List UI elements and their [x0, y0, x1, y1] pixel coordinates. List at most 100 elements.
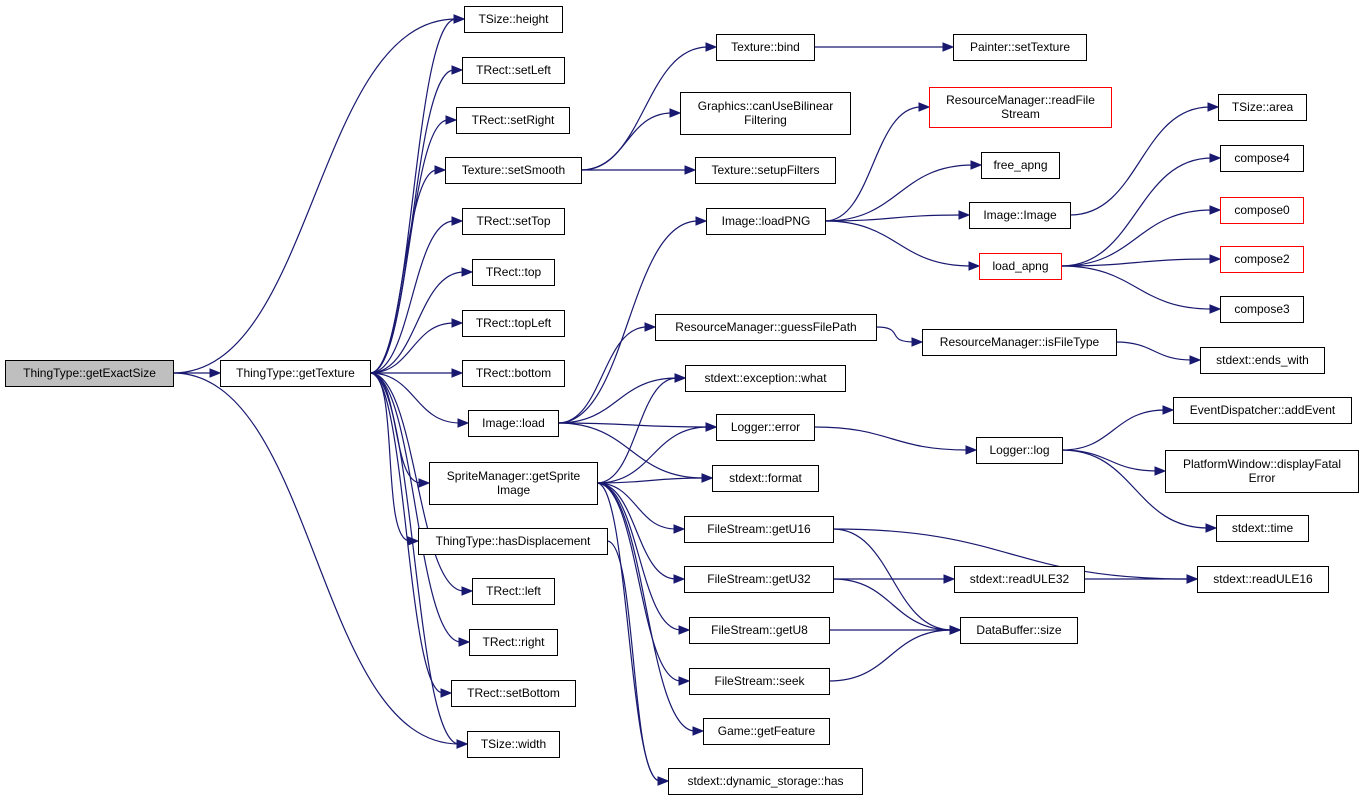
node-trect-bottom[interactable]: TRect::bottom — [462, 360, 565, 387]
node-label: PlatformWindow::displayFatal — [1183, 457, 1341, 471]
edge-line — [1061, 409, 1166, 451]
node-resourcemanager-isfiletype[interactable]: ResourceManager::isFileType — [922, 329, 1117, 356]
node-box — [456, 107, 570, 134]
node-trect-setbottom[interactable]: TRect::setBottom — [451, 680, 576, 707]
node-label: compose4 — [1234, 151, 1290, 165]
node-label: Image::Image — [983, 208, 1057, 222]
node-painter-settexture[interactable]: Painter::setTexture — [953, 34, 1087, 61]
node-stdext-readule16[interactable]: stdext::readULE16 — [1197, 566, 1329, 593]
node-image-loadpng[interactable]: Image::loadPNG — [706, 208, 826, 235]
node-thingtype-hasdisplacement[interactable]: ThingType::hasDisplacement — [418, 528, 608, 555]
edge-layer — [172, 14, 1222, 786]
edge-line — [596, 482, 682, 682]
edge-arrowhead — [678, 625, 691, 635]
node-box — [468, 410, 559, 437]
node-label: stdext::dynamic_storage::has — [687, 774, 843, 788]
node-game-getfeature[interactable]: Game::getFeature — [703, 718, 830, 745]
node-trect-left[interactable]: TRect::left — [472, 578, 555, 605]
node-box — [712, 465, 819, 492]
node-box — [462, 57, 565, 84]
edge-n1-n6 — [369, 216, 464, 374]
node-image-image[interactable]: Image::Image — [969, 202, 1071, 229]
edge-n35-n41 — [1060, 153, 1222, 267]
edge-line — [596, 482, 696, 732]
edge-arrowhead — [453, 14, 466, 24]
node-texture-setupfilters[interactable]: Texture::setupFilters — [695, 157, 836, 184]
node-trect-right[interactable]: TRect::right — [469, 629, 558, 656]
node-box — [969, 202, 1071, 229]
edge-n21-n36 — [875, 326, 924, 347]
node-trect-topleft[interactable]: TRect::topLeft — [462, 310, 565, 337]
node-label: EventDispatcher::addEvent — [1190, 403, 1336, 417]
node-thingtype-gettexture[interactable]: ThingType::getTexture — [220, 360, 371, 387]
node-image-load[interactable]: Image::load — [468, 410, 559, 437]
node-tsize-height[interactable]: TSize::height — [464, 6, 563, 33]
node-filestream-seek[interactable]: FileStream::seek — [689, 668, 830, 695]
node-logger-error[interactable]: Logger::error — [716, 414, 815, 441]
node-stdext-exception-what[interactable]: stdext::exception::what — [685, 365, 846, 392]
node-compose0[interactable]: compose0 — [1220, 197, 1304, 224]
node-load-apng[interactable]: load_apng — [979, 253, 1062, 280]
node-box — [680, 92, 851, 135]
node-label: ResourceManager::isFileType — [940, 335, 1100, 349]
node-compose3[interactable]: compose3 — [1220, 296, 1304, 323]
node-label: FileStream::getU8 — [711, 623, 808, 637]
edge-n28-n39 — [828, 625, 962, 682]
node-tsize-area[interactable]: TSize::area — [1218, 94, 1307, 121]
edge-line — [172, 372, 460, 745]
edge-arrowhead — [461, 267, 474, 277]
node-free-apng[interactable]: free_apng — [981, 152, 1060, 179]
node-eventdispatcher-addevent[interactable]: EventDispatcher::addEvent — [1173, 397, 1352, 424]
node-stdext-time[interactable]: stdext::time — [1216, 515, 1309, 542]
edge-arrowhead — [968, 261, 981, 271]
node-resourcemanager-guessfilepath[interactable]: ResourceManager::guessFilePath — [655, 314, 877, 341]
node-stdext-readule32[interactable]: stdext::readULE32 — [954, 566, 1085, 593]
node-trect-setleft[interactable]: TRect::setLeft — [462, 57, 565, 84]
edge-line — [824, 164, 974, 222]
edge-n35-n43 — [1060, 254, 1222, 267]
node-filestream-getu32[interactable]: FileStream::getU32 — [684, 566, 834, 593]
edge-line — [596, 477, 705, 484]
node-stdext-ends-with[interactable]: stdext::ends_with — [1200, 347, 1325, 374]
edge-n38-n49 — [1084, 574, 1199, 584]
edge-n27-n39 — [829, 625, 962, 635]
edge-n5-n18 — [580, 108, 682, 171]
edge-line — [596, 482, 682, 631]
node-box — [953, 34, 1087, 61]
node-databuffer-size[interactable]: DataBuffer::size — [960, 617, 1078, 644]
node-texture-bind[interactable]: Texture::bind — [716, 34, 815, 61]
node-thingtype-getexactsize[interactable]: ThingType::getExactSize — [5, 360, 174, 387]
node-box — [418, 528, 608, 555]
node-label: Error — [1249, 471, 1276, 485]
node-box — [976, 437, 1063, 464]
node-box — [716, 34, 815, 61]
node-compose4[interactable]: compose4 — [1220, 145, 1304, 172]
node-box — [1220, 197, 1304, 224]
edge-line — [369, 372, 444, 694]
edge-line — [369, 169, 438, 374]
node-trect-setright[interactable]: TRect::setRight — [456, 107, 570, 134]
edge-arrowhead — [674, 373, 687, 383]
node-box — [429, 462, 598, 505]
node-trect-top[interactable]: TRect::top — [472, 259, 555, 286]
edge-line — [557, 422, 705, 479]
node-layer: ThingType::getExactSize ThingType::getTex… — [5, 6, 1359, 795]
node-filestream-getu16[interactable]: FileStream::getU16 — [684, 516, 834, 543]
node-compose2[interactable]: compose2 — [1220, 246, 1304, 273]
edge-line — [369, 271, 465, 374]
edge-line — [1060, 209, 1213, 267]
node-label: TRect::bottom — [476, 366, 551, 380]
node-filestream-getu8[interactable]: FileStream::getU8 — [689, 617, 830, 644]
node-tsize-width[interactable]: TSize::width — [467, 731, 560, 758]
node-stdext-format[interactable]: stdext::format — [712, 465, 819, 492]
edge-n1-n9 — [370, 368, 464, 378]
node-trect-settop[interactable]: TRect::setTop — [462, 208, 565, 235]
node-label: ResourceManager::guessFilePath — [675, 320, 856, 334]
node-logger-log[interactable]: Logger::log — [976, 437, 1063, 464]
node-texture-setsmooth[interactable]: Texture::setSmooth — [445, 157, 582, 184]
node-stdext-dynamic-storage-has[interactable]: stdext::dynamic_storage::has — [668, 768, 863, 795]
